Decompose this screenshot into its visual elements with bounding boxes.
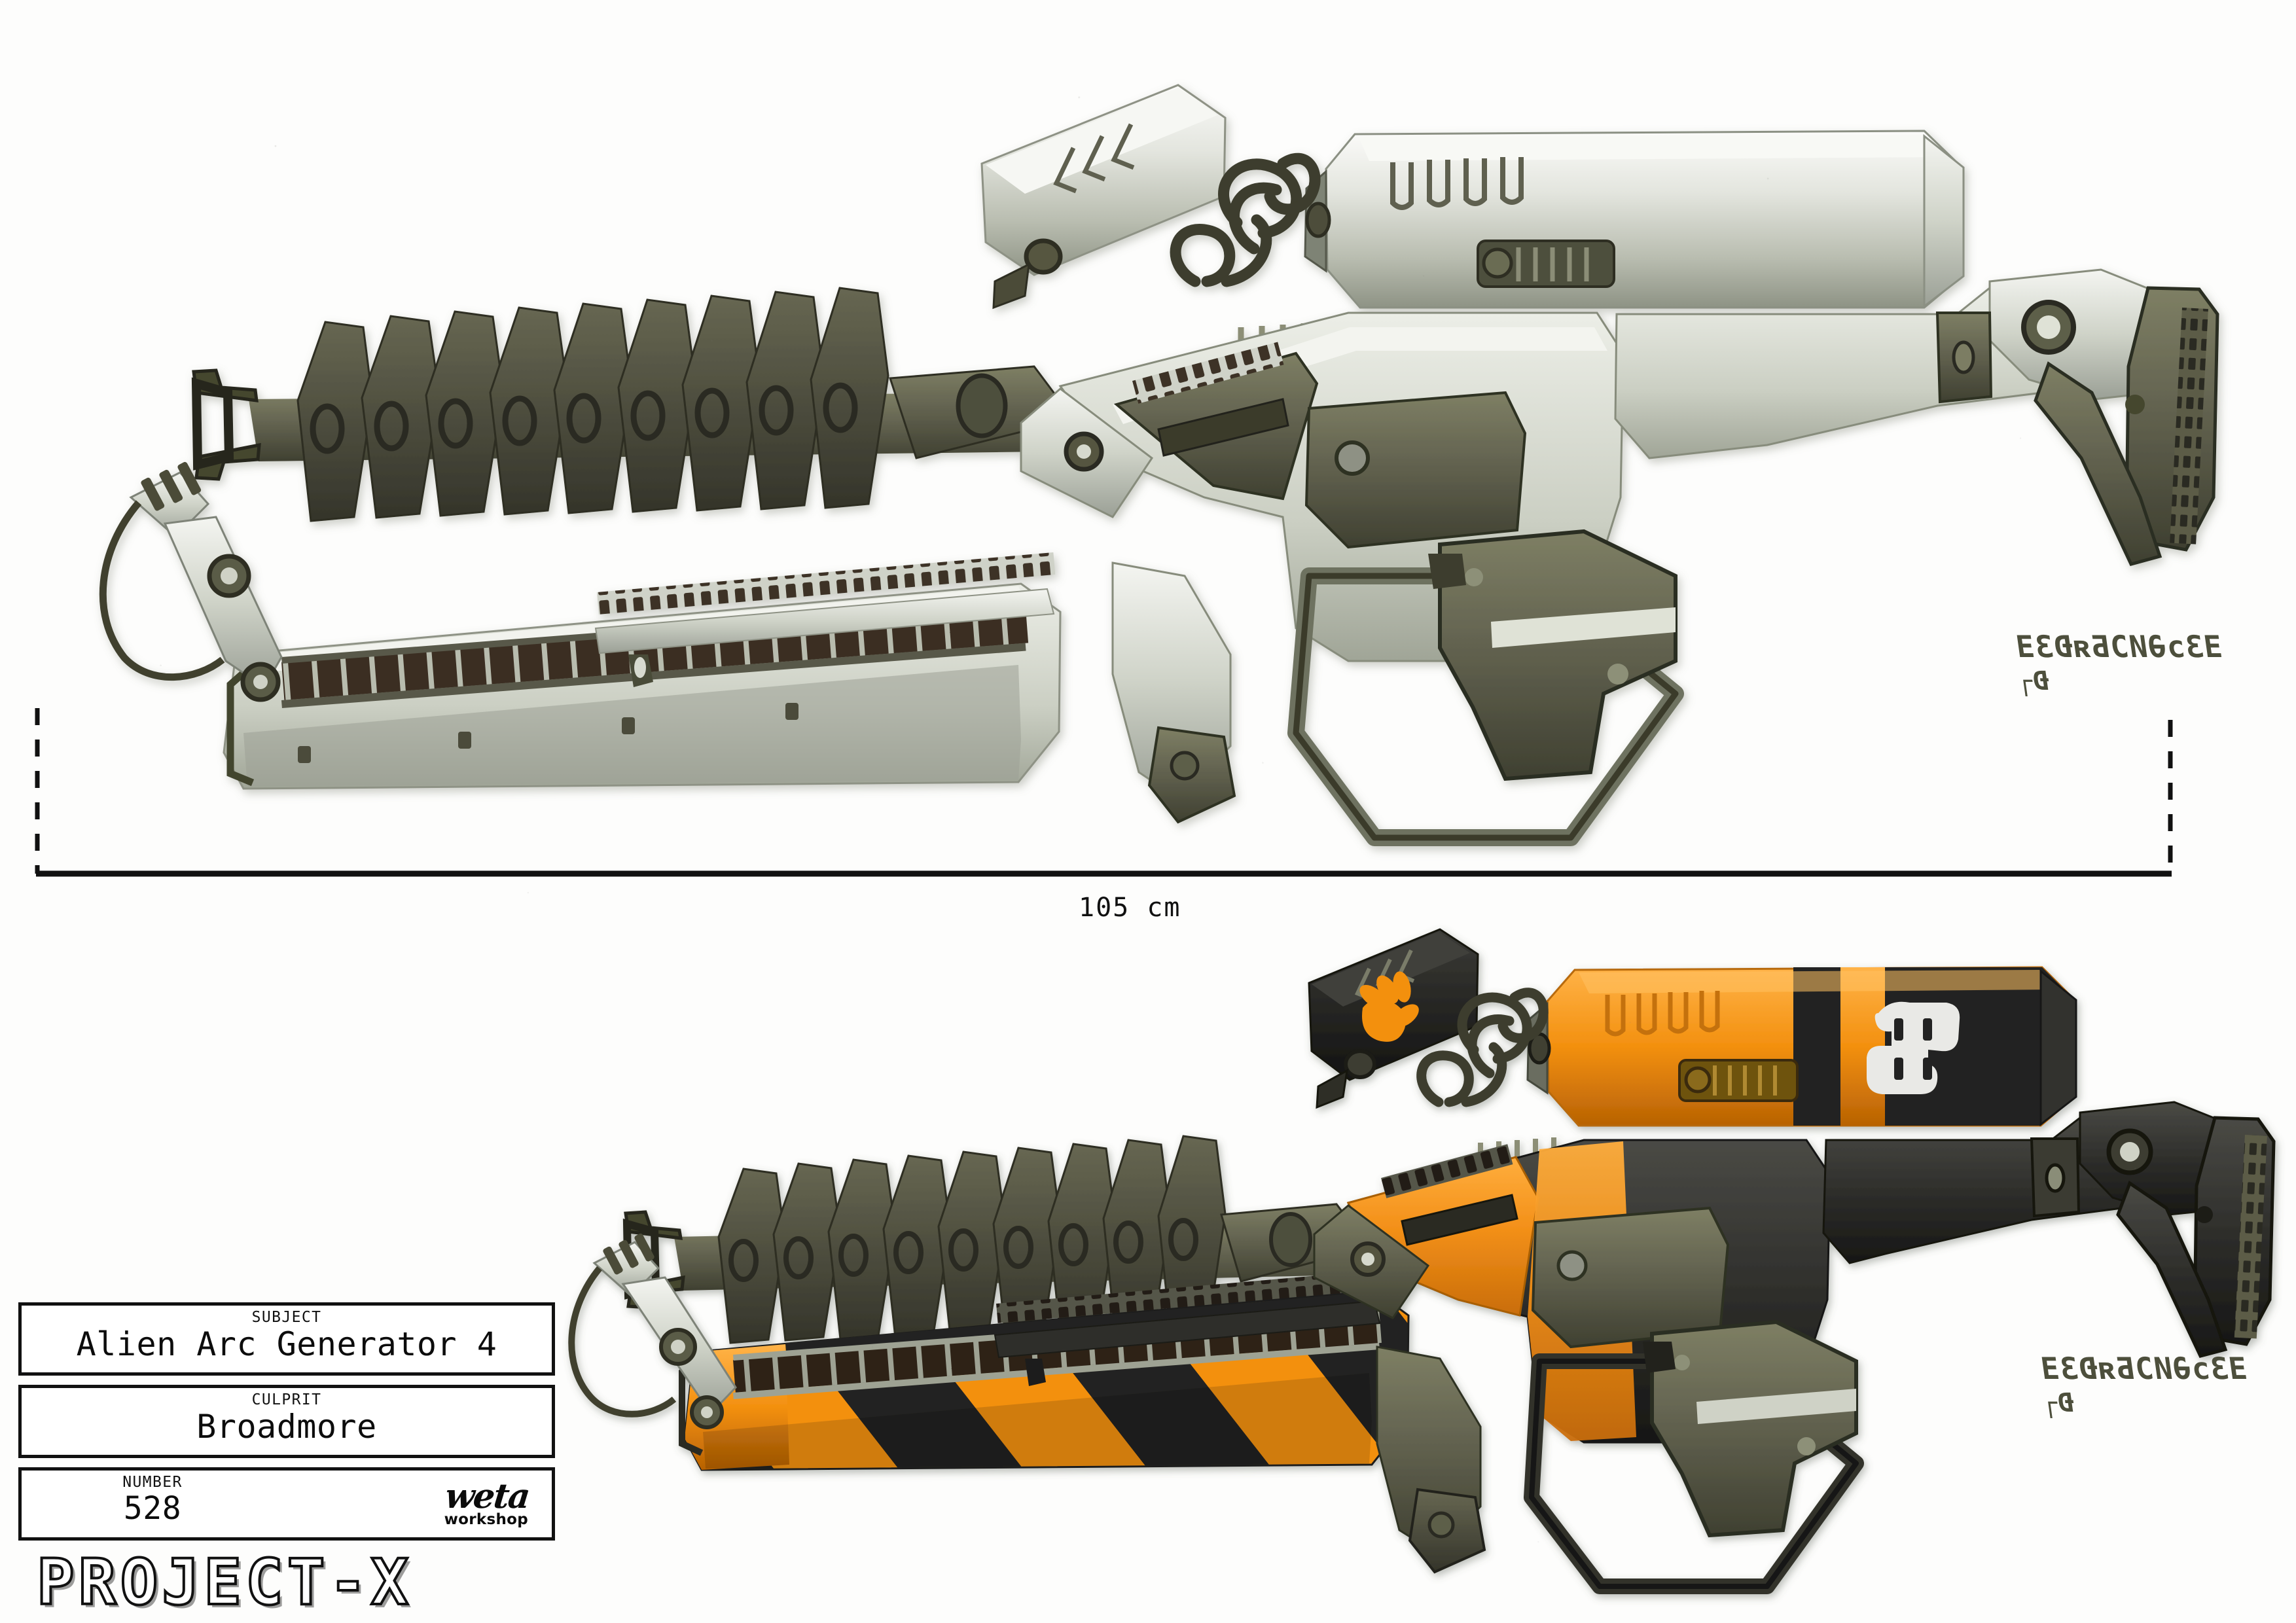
serrated-butt-plate	[2170, 307, 2208, 544]
alien-signature-bottom-line2: Ð┐	[2038, 1388, 2076, 1418]
grip-assembly-painted	[1524, 1319, 1864, 1594]
alien-signature-top: ƎЗɔƏИƆƂяÐЗƎ Ð┐	[2013, 629, 2225, 696]
hose-coil-cluster-painted	[1416, 988, 1549, 1107]
weta-wordmark: weta	[442, 1476, 531, 1516]
secondary-canister	[980, 84, 1227, 310]
subject-label: SUBJECT	[251, 1309, 322, 1326]
spine-vertebra-assembly-painted	[674, 1135, 1371, 1344]
folding-stock-painted	[1822, 1101, 2276, 1358]
hose-coil-cluster	[1170, 152, 1321, 287]
alien-signature-bottom: ƎЗɔƏИƆƂяÐЗƎ Ð┐	[2038, 1351, 2250, 1418]
title-block: SUBJECT Alien Arc Generator 4 CULPRIT Br…	[18, 1302, 555, 1619]
subject-value: Alien Arc Generator 4	[76, 1325, 497, 1363]
alien-signature-top-line1: ƎЗɔƏИƆƂяÐЗƎ	[2013, 629, 2225, 664]
cable-loop	[99, 500, 225, 681]
pistol-grip-painted	[1650, 1319, 1858, 1538]
pistol-grip	[1438, 529, 1677, 781]
cable-loop-painted	[568, 1266, 677, 1418]
title-row-culprit: CULPRIT Broadmore	[18, 1385, 555, 1458]
muzzle-fork-prongs	[191, 368, 261, 481]
grip-assembly	[1287, 529, 1684, 846]
glyph-emblem	[1867, 1001, 1960, 1094]
serrated-butt-plate-painted	[2234, 1135, 2267, 1339]
picatinny-rail-painted	[994, 1270, 1384, 1386]
claw-emblem	[1359, 971, 1419, 1042]
project-title: PROJECT-X	[35, 1546, 413, 1619]
alien-signature-top-line2: Ð┐	[2013, 666, 2051, 696]
folding-stock	[1614, 268, 2219, 566]
scale-dimension	[35, 708, 2173, 877]
number-label: NUMBER	[122, 1474, 183, 1491]
view-bottom-painted	[568, 928, 2276, 1594]
title-row-subject: SUBJECT Alien Arc Generator 4	[18, 1302, 555, 1376]
title-row-number: NUMBER 528 weta workshop	[18, 1467, 555, 1541]
spine-vertebra-assembly	[249, 287, 1075, 522]
weta-workshop-subtext: workshop	[444, 1511, 528, 1528]
culprit-value: Broadmore	[196, 1408, 377, 1446]
weta-workshop-logo: weta workshop	[442, 1476, 531, 1528]
top-canister	[1304, 130, 1965, 309]
side-panel-main	[1304, 391, 1527, 549]
picatinny-rail	[594, 552, 1056, 687]
top-canister-painted	[1526, 966, 2077, 1127]
culprit-label: CULPRIT	[251, 1391, 322, 1408]
number-value: 528	[123, 1490, 182, 1527]
alien-signature-bottom-line1: ƎЗɔƏИƆƂяÐЗƎ	[2038, 1351, 2250, 1386]
scale-measurement-label: 105 cm	[1079, 893, 1181, 923]
articulated-front-arm	[99, 461, 283, 702]
articulated-front-arm-painted	[568, 1233, 737, 1429]
view-top-greyscale	[99, 84, 2219, 846]
secondary-canister-painted	[1308, 928, 1479, 1109]
receiver-body-painted	[1313, 1139, 1831, 1574]
